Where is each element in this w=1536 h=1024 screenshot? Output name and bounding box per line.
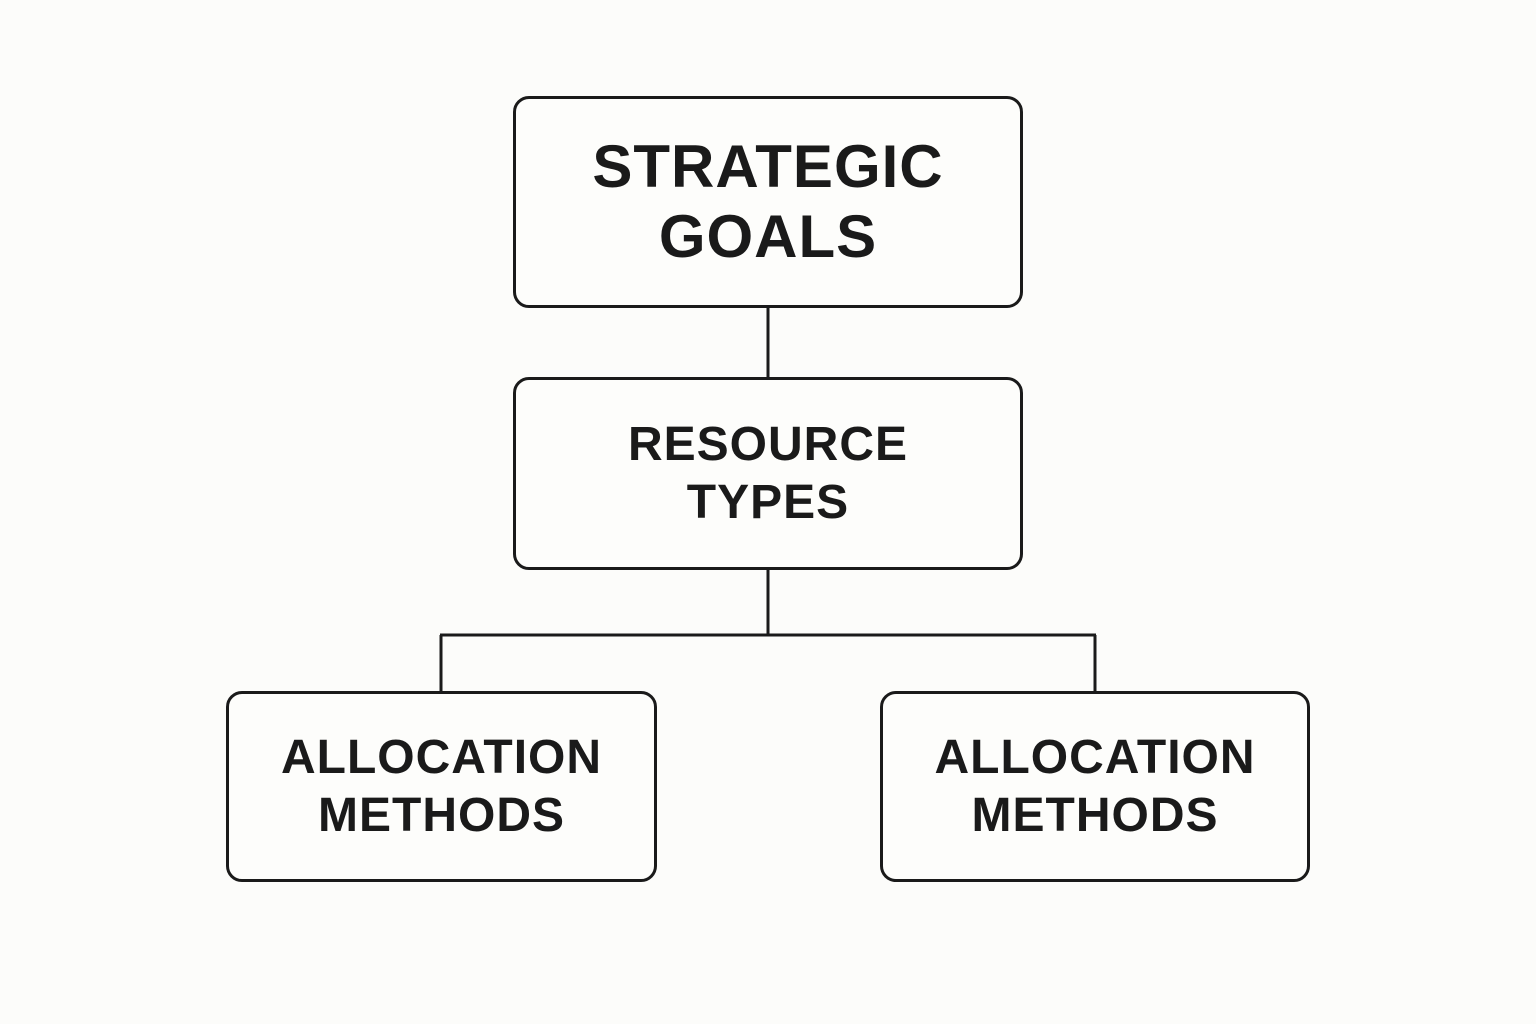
- node-allocation-methods-right: ALLOCATION METHODS: [880, 691, 1310, 882]
- node-label-line: ALLOCATION: [280, 730, 603, 784]
- node-label-line: ALLOCATION: [934, 730, 1256, 784]
- node-label-line: TYPES: [686, 475, 850, 529]
- node-label-line: METHODS: [318, 788, 565, 842]
- node-allocation-methods-left: ALLOCATION METHODS: [226, 691, 657, 882]
- node-resource-types: RESOURCE TYPES: [513, 377, 1023, 570]
- node-label-line: GOALS: [658, 203, 878, 270]
- node-strategic-goals: STRATEGIC GOALS: [513, 96, 1023, 308]
- node-label-line: METHODS: [971, 788, 1219, 842]
- node-label-line: RESOURCE: [627, 417, 909, 471]
- node-label-line: STRATEGIC: [592, 133, 944, 200]
